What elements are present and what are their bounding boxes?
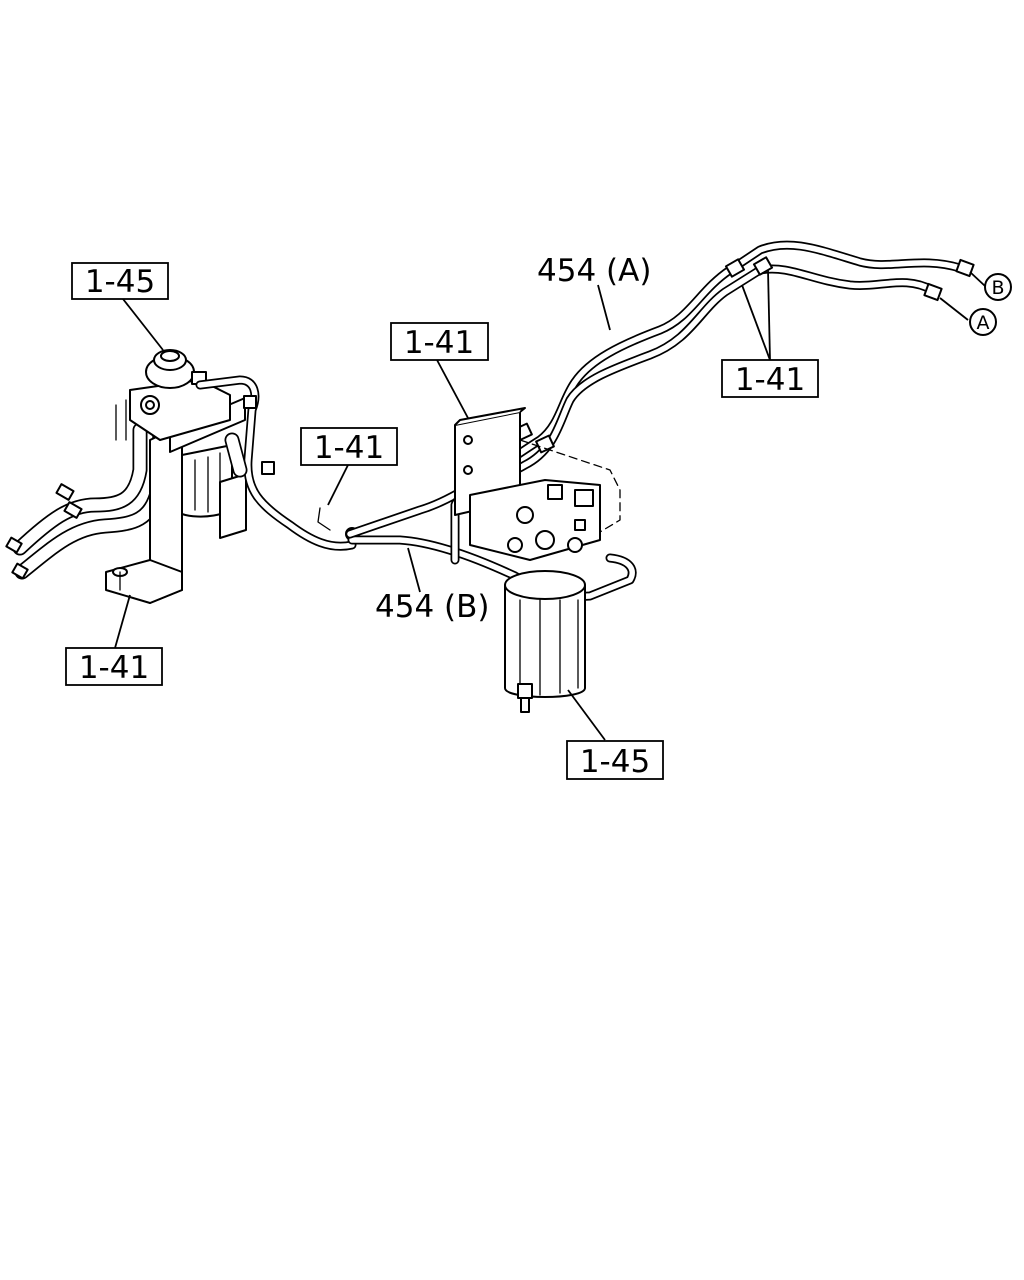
center-separator-assembly (454, 407, 621, 713)
pipe-454-a (345, 240, 975, 565)
connection-marker-a: A (969, 308, 997, 336)
connection-marker-b: B (984, 273, 1012, 301)
label-1-41-center: 1-41 (390, 322, 489, 361)
svg-text:1-41: 1-41 (735, 362, 805, 398)
svg-text:A: A (977, 312, 990, 334)
label-1-45-top-left: 1-45 (71, 262, 169, 300)
label-1-41-bottom-left: 1-41 (65, 647, 163, 686)
svg-text:1-41: 1-41 (79, 650, 149, 686)
left-filter-assembly (5, 349, 357, 604)
svg-text:1-45: 1-45 (580, 744, 650, 780)
svg-text:B: B (991, 277, 1004, 299)
label-1-41-right: 1-41 (721, 359, 819, 398)
callout-454-b: 454 (B) (375, 589, 489, 625)
label-1-41-mid-small: 1-41 (300, 427, 398, 466)
svg-text:1-41: 1-41 (314, 430, 384, 466)
svg-text:1-41: 1-41 (404, 325, 474, 361)
callout-454-a: 454 (A) (537, 253, 651, 289)
svg-text:1-45: 1-45 (85, 264, 155, 300)
leader-lines (114, 269, 986, 741)
label-1-45-bottom: 1-45 (566, 740, 664, 780)
